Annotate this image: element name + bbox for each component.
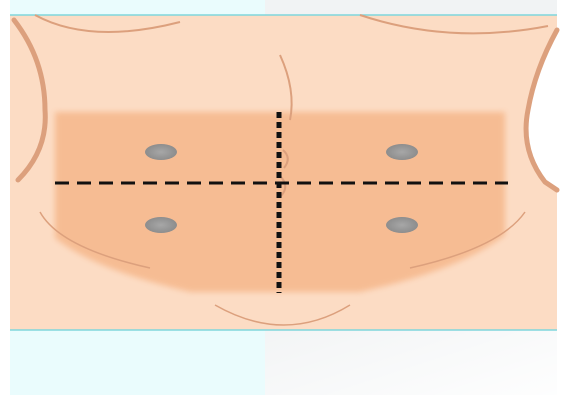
upper-left-marker: [145, 144, 177, 160]
lower-left-marker: [145, 217, 177, 233]
upper-right-marker: [386, 144, 418, 160]
lower-right-marker: [386, 217, 418, 233]
